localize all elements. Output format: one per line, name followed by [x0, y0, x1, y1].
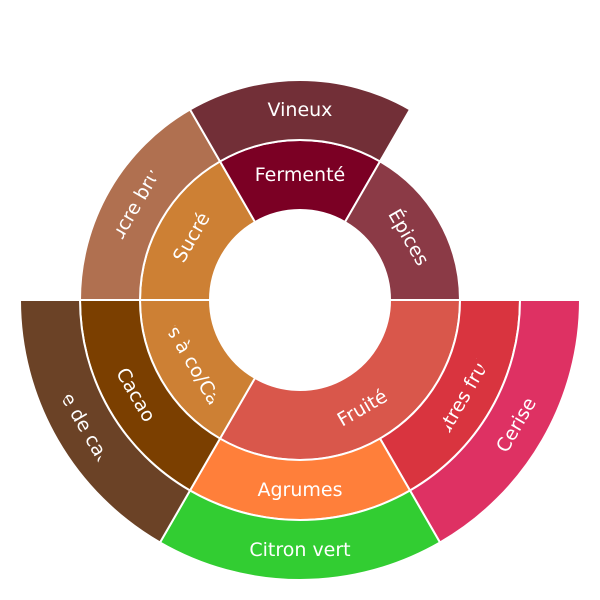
segment-label: Vineux: [268, 99, 333, 121]
sunburst-segment[interactable]: [18, 299, 192, 544]
segment-label: Agrumes: [257, 479, 342, 501]
sunburst-segment[interactable]: [188, 79, 412, 163]
segment-label: Fermenté: [255, 164, 345, 186]
segment-label: Citron vert: [249, 539, 350, 561]
